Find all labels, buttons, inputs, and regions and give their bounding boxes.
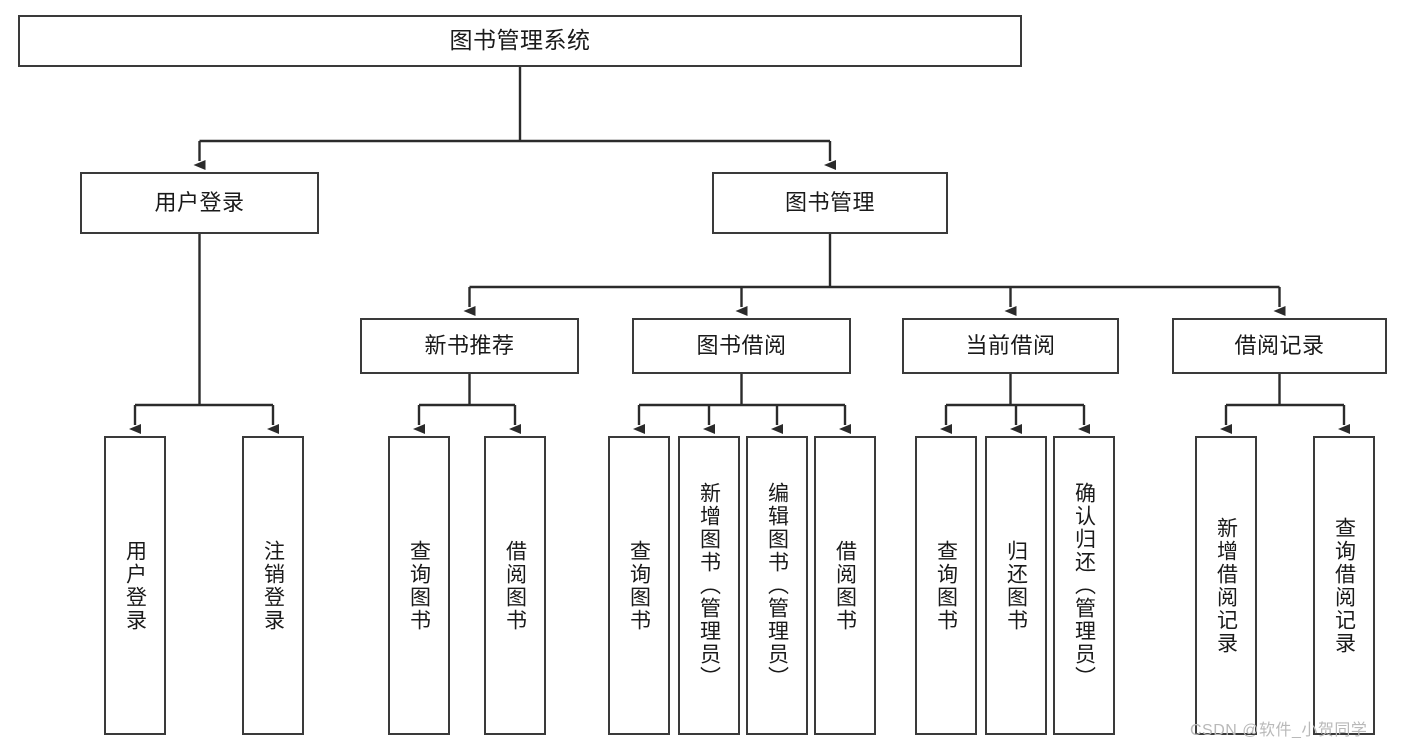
node-leaf-logout-login[interactable]: 注销登录 — [242, 436, 304, 735]
node-book-borrow[interactable]: 图书借阅 — [632, 318, 851, 374]
node-label: 新增图书（管理员） — [697, 482, 721, 689]
node-label: 归还图书 — [1004, 539, 1028, 632]
node-leaf-confirm-return[interactable]: 确认归还（管理员） — [1053, 436, 1115, 735]
node-leaf-query-book-3[interactable]: 查询图书 — [915, 436, 977, 735]
node-current-borrow[interactable]: 当前借阅 — [902, 318, 1119, 374]
node-leaf-query-record[interactable]: 查询借阅记录 — [1313, 436, 1375, 735]
node-label: 新增借阅记录 — [1214, 516, 1238, 655]
node-leaf-borrow-book-1[interactable]: 借阅图书 — [484, 436, 546, 735]
watermark-text: CSDN @软件_小贺同学 — [1190, 722, 1368, 739]
node-label: 借阅图书 — [833, 539, 857, 632]
node-label: 图书管理 — [784, 190, 875, 216]
node-user-login[interactable]: 用户登录 — [80, 172, 319, 234]
node-leaf-edit-book[interactable]: 编辑图书（管理员） — [746, 436, 808, 735]
node-label: 注销登录 — [261, 539, 285, 632]
node-label: 新书推荐 — [424, 333, 515, 359]
node-root[interactable]: 图书管理系统 — [18, 15, 1022, 67]
node-book-manage[interactable]: 图书管理 — [712, 172, 948, 234]
node-label: 编辑图书（管理员） — [765, 482, 789, 689]
node-label: 图书管理系统 — [449, 27, 591, 54]
node-label: 借阅图书 — [503, 539, 527, 632]
node-leaf-query-book-1[interactable]: 查询图书 — [388, 436, 450, 735]
node-label: 查询图书 — [627, 539, 651, 632]
node-label: 查询图书 — [407, 539, 431, 632]
node-new-book-recommend[interactable]: 新书推荐 — [360, 318, 579, 374]
node-leaf-add-record[interactable]: 新增借阅记录 — [1195, 436, 1257, 735]
node-leaf-user-login[interactable]: 用户登录 — [104, 436, 166, 735]
node-label: 查询图书 — [934, 539, 958, 632]
node-label: 借阅记录 — [1234, 333, 1325, 359]
node-leaf-add-book[interactable]: 新增图书（管理员） — [678, 436, 740, 735]
node-label: 查询借阅记录 — [1332, 516, 1356, 655]
node-leaf-query-book-2[interactable]: 查询图书 — [608, 436, 670, 735]
node-borrow-record[interactable]: 借阅记录 — [1172, 318, 1387, 374]
node-leaf-borrow-book-2[interactable]: 借阅图书 — [814, 436, 876, 735]
node-label: 用户登录 — [123, 539, 147, 632]
node-label: 确认归还（管理员） — [1072, 482, 1096, 689]
node-leaf-return-book[interactable]: 归还图书 — [985, 436, 1047, 735]
node-label: 用户登录 — [154, 190, 245, 216]
node-label: 当前借阅 — [965, 333, 1056, 359]
node-label: 图书借阅 — [696, 333, 787, 359]
